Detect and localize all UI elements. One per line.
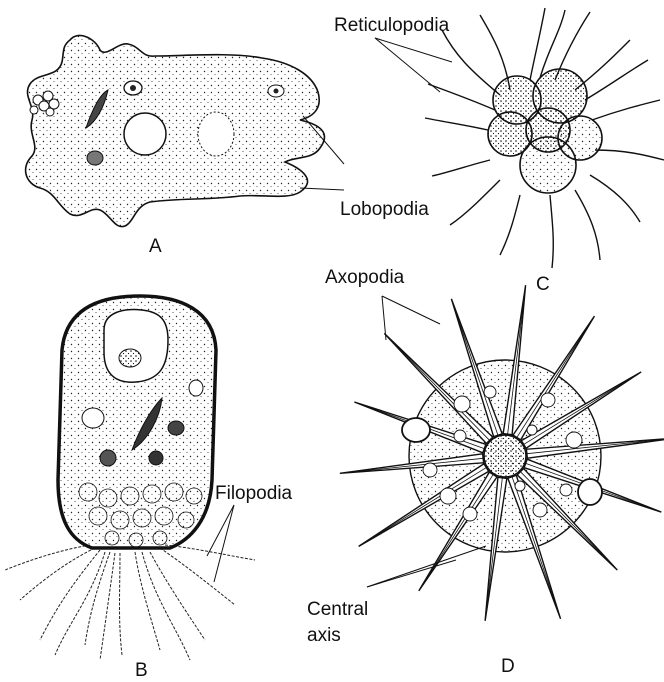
panel-d-axopodia [340, 285, 664, 621]
food-vacuole [198, 112, 234, 156]
vacuole-b1 [82, 408, 104, 428]
panel-c-reticulopodia [425, 8, 664, 268]
panel-label-b: B [135, 660, 148, 681]
contractile-vacuole-d2 [578, 479, 602, 505]
central-granule [484, 435, 526, 477]
small-vacuole [87, 151, 103, 165]
nucleus-b [104, 310, 168, 383]
panel-a-amoeba [26, 35, 344, 226]
label-lobopodia: Lobopodia [340, 199, 429, 220]
label-axopodia: Axopodia [325, 267, 405, 288]
panel-label-c: C [536, 274, 550, 295]
reticulopodia-pointer-2 [375, 38, 452, 62]
contractile-vacuole-d1 [402, 418, 430, 442]
vacuole-b2 [189, 380, 203, 396]
reticulopodia-pointer-1 [375, 38, 440, 92]
filopodia-threads [5, 545, 255, 660]
panel-label-d: D [501, 656, 515, 677]
label-central-axis-2: axis [307, 625, 341, 646]
panel-label-a: A [149, 236, 162, 257]
panel-b-filopodia [5, 296, 255, 660]
amoeba-body [26, 35, 325, 226]
label-reticulopodia: Reticulopodia [334, 15, 450, 36]
label-central-axis-1: Central [307, 599, 368, 620]
reticulopodia-cell [488, 69, 602, 193]
label-filopodia: Filopodia [215, 483, 293, 504]
contractile-vacuole [124, 113, 166, 155]
